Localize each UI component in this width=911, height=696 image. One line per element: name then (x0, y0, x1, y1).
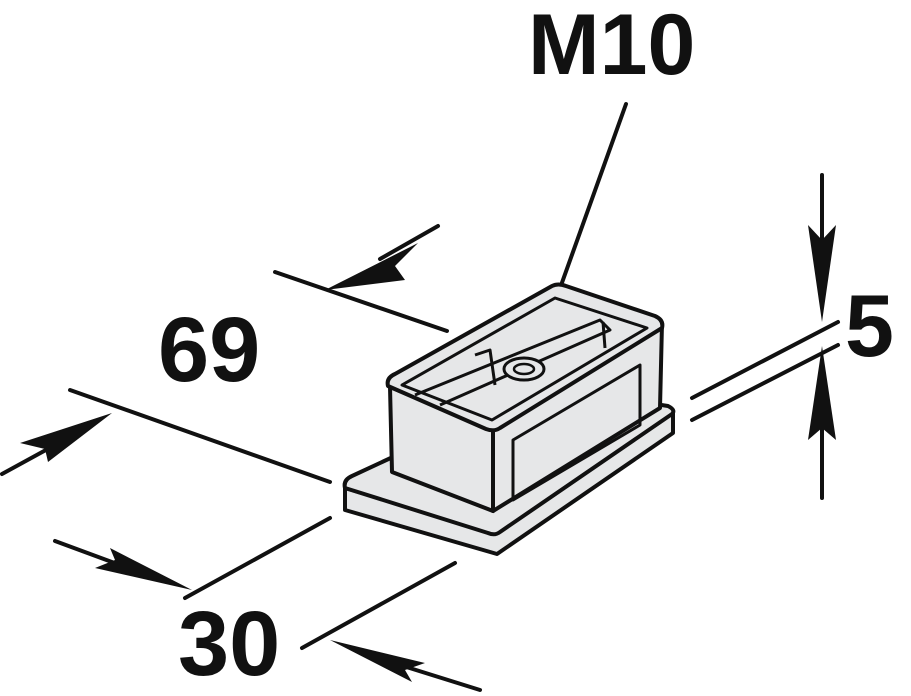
arrowhead-icon (808, 225, 836, 322)
extension-line (68, 388, 332, 484)
height-dimension-label: 5 (845, 276, 894, 375)
thread-label: M10 (528, 0, 696, 93)
arrowhead-icon (330, 640, 425, 682)
arrowhead-icon (95, 548, 192, 590)
dimension-lines (0, 102, 840, 692)
arrow-line (398, 663, 482, 692)
arrowhead-icon (325, 243, 418, 290)
extension-line (183, 516, 332, 600)
extension-line (690, 343, 840, 422)
thread-hole-inner (512, 362, 536, 376)
extension-line (690, 320, 840, 400)
width-dimension-label: 30 (178, 593, 281, 695)
side-recess (511, 363, 642, 502)
arrow-line (378, 224, 440, 261)
length-dimension-label: 69 (158, 299, 261, 401)
extension-line (300, 561, 457, 650)
arrowhead-icon (20, 413, 112, 462)
inner-rib (474, 321, 607, 386)
arrowhead-icon (808, 346, 836, 440)
end-cap-part (342, 282, 676, 556)
extension-line (273, 270, 449, 333)
arrow-line (53, 539, 122, 567)
